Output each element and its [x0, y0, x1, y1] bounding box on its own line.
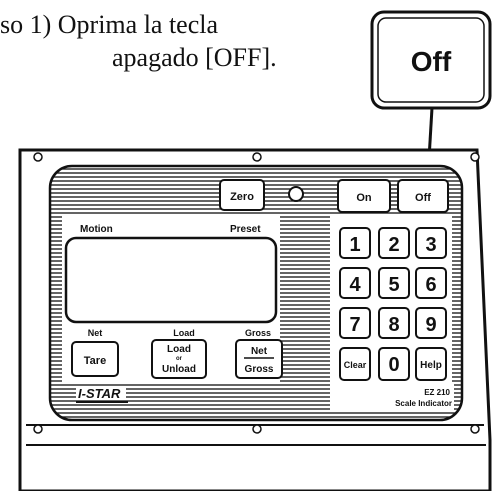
svg-text:Unload: Unload — [162, 364, 196, 375]
svg-text:Help: Help — [420, 360, 442, 371]
numeric-keypad: 1 2 3 4 5 6 7 8 — [339, 227, 447, 381]
help-key[interactable]: Help — [415, 347, 447, 381]
key-2[interactable]: 2 — [378, 227, 410, 259]
net-mode-label: Net — [88, 328, 103, 338]
svg-text:Clear: Clear — [344, 360, 367, 370]
brand-text: I-STAR — [78, 386, 121, 401]
svg-text:Off: Off — [415, 192, 431, 204]
tare-key[interactable]: Tare — [71, 341, 119, 377]
brand-logo: I-STAR — [76, 386, 128, 403]
svg-text:7: 7 — [349, 314, 360, 336]
screw-icon — [252, 152, 262, 162]
svg-text:5: 5 — [388, 274, 399, 296]
svg-text:6: 6 — [425, 274, 436, 296]
svg-text:9: 9 — [425, 314, 436, 336]
svg-text:0: 0 — [388, 354, 399, 376]
svg-text:On: On — [356, 192, 372, 204]
svg-text:Gross: Gross — [245, 364, 274, 375]
caption-line-2: apagado [OFF]. — [112, 43, 277, 72]
screw-icon — [252, 424, 262, 434]
svg-text:2: 2 — [388, 234, 399, 256]
clear-key[interactable]: Clear — [339, 347, 371, 381]
caption-line-1: so 1) Oprima la tecla — [0, 10, 219, 39]
indicator-light-icon — [288, 186, 304, 202]
net-gross-key[interactable]: Net Gross — [235, 339, 283, 379]
svg-text:Tare: Tare — [84, 355, 106, 367]
key-1[interactable]: 1 — [339, 227, 371, 259]
key-0[interactable]: 0 — [378, 347, 410, 381]
instruction-caption: so 1) Oprima la tecla apagado [OFF]. — [0, 8, 330, 74]
callout-off-label: Off — [411, 46, 452, 77]
off-key[interactable]: Off — [397, 179, 449, 213]
svg-text:4: 4 — [349, 274, 361, 296]
key-4[interactable]: 4 — [339, 267, 371, 299]
svg-text:Zero: Zero — [230, 191, 254, 203]
key-5[interactable]: 5 — [378, 267, 410, 299]
key-3[interactable]: 3 — [415, 227, 447, 259]
screw-icon — [33, 424, 43, 434]
preset-label: Preset — [230, 224, 261, 235]
load-unload-key[interactable]: Load or Unload — [151, 339, 207, 379]
svg-text:Load: Load — [167, 344, 191, 355]
model-description: Scale Indicator — [395, 399, 452, 408]
off-callout: Off — [370, 10, 492, 110]
on-key[interactable]: On — [337, 179, 391, 213]
gross-mode-label: Gross — [245, 328, 271, 338]
screw-icon — [470, 424, 480, 434]
screw-icon — [33, 152, 43, 162]
model-number: EZ 210 — [424, 388, 450, 397]
zero-key[interactable]: Zero — [219, 179, 265, 211]
svg-text:1: 1 — [349, 234, 360, 256]
key-9[interactable]: 9 — [415, 307, 447, 339]
screw-icon — [470, 152, 480, 162]
svg-text:Net: Net — [251, 346, 268, 357]
svg-text:or: or — [176, 356, 183, 362]
load-mode-label: Load — [173, 328, 195, 338]
motion-label: Motion — [80, 224, 113, 235]
svg-text:3: 3 — [425, 234, 436, 256]
key-6[interactable]: 6 — [415, 267, 447, 299]
key-8[interactable]: 8 — [378, 307, 410, 339]
svg-text:8: 8 — [388, 314, 399, 336]
key-7[interactable]: 7 — [339, 307, 371, 339]
weight-display — [64, 236, 278, 324]
